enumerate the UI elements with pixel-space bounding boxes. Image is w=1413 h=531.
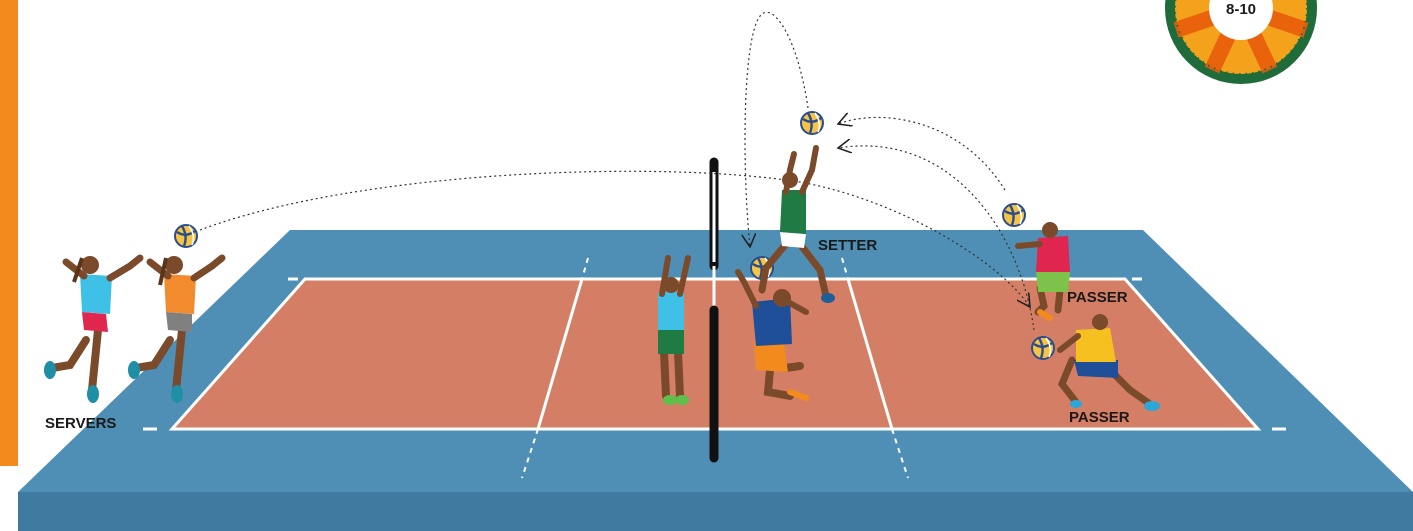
- passer-label-top: PASSER: [1067, 289, 1128, 306]
- volleyball-icon: [1032, 337, 1054, 359]
- pass-trajectory-1: [838, 117, 1005, 190]
- volleyball-icon: [1003, 204, 1025, 226]
- servers-label: SERVERS: [45, 415, 116, 432]
- player-figure: [44, 256, 140, 403]
- volleyball-icon: [175, 225, 197, 247]
- volleyball-icon: [801, 112, 823, 134]
- left-accent-bar: [0, 0, 18, 466]
- timer-value: 8-10: [1226, 1, 1256, 18]
- passer-label-bottom: PASSER: [1069, 409, 1130, 426]
- setter-label: SETTER: [818, 237, 877, 254]
- court-front-edge: [18, 492, 1413, 531]
